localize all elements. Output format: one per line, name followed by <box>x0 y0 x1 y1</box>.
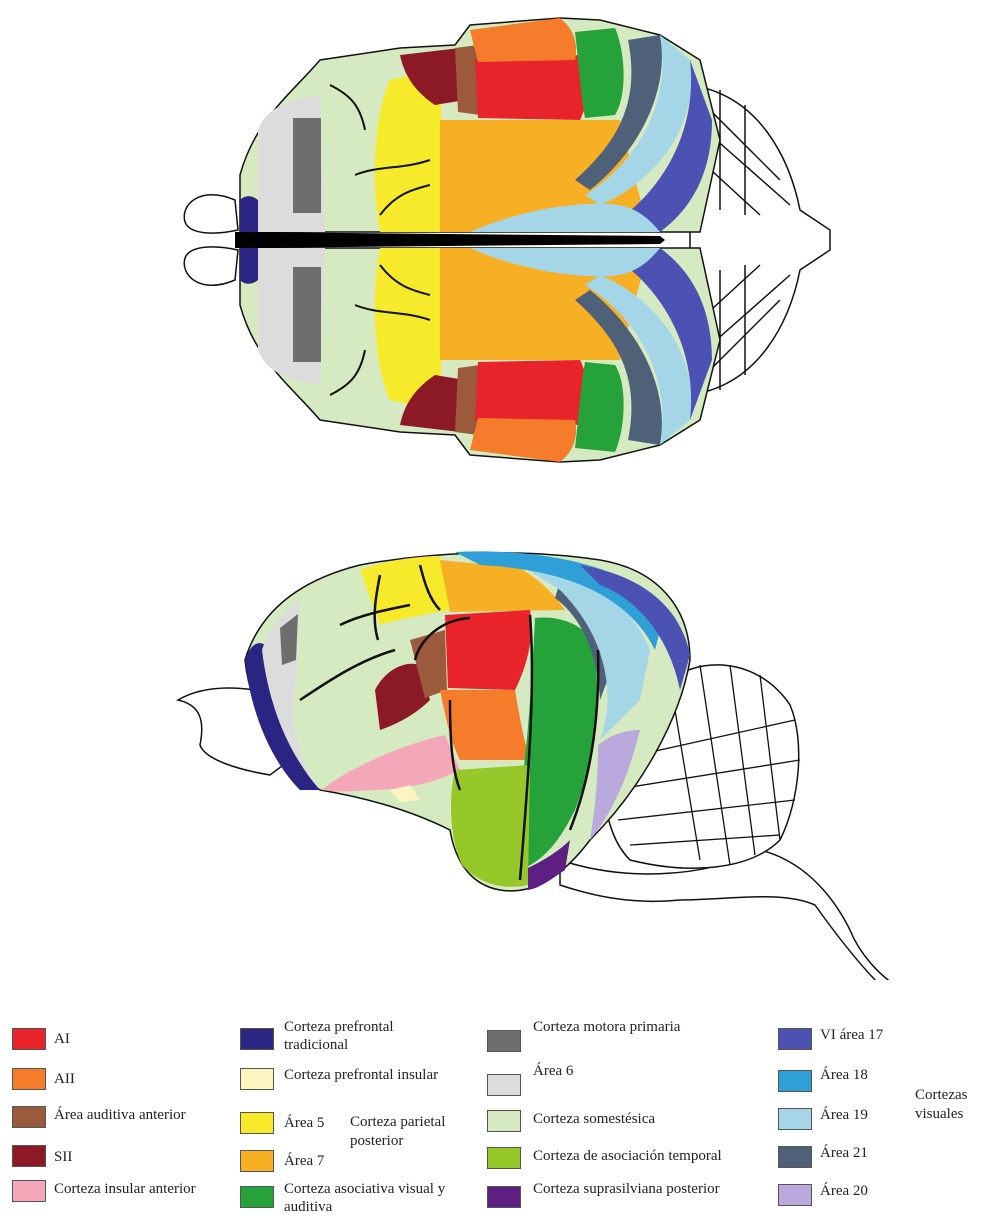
swatch-sii <box>12 1145 46 1167</box>
label-asociacion-temporal: Corteza de asociación temporal <box>533 1147 773 1165</box>
label-sii: SII <box>54 1148 224 1166</box>
dorsal-prefrontal-lower <box>240 248 258 284</box>
group-label-visual: Cortezas visuales <box>915 1086 977 1124</box>
label-area6: Área 6 <box>533 1062 633 1080</box>
label-somestesica: Corteza somestésica <box>533 1110 733 1128</box>
label-prefrontal-tradicional: Corteza prefrontal tradicional <box>284 1018 434 1054</box>
label-area7: Área 7 <box>284 1152 344 1170</box>
lateral-brainstem <box>560 850 895 980</box>
dorsal-motor-upper <box>293 118 321 213</box>
swatch-area20 <box>778 1184 812 1206</box>
swatch-asociativa-visual-auditiva <box>240 1186 274 1208</box>
swatch-prefrontal-insular <box>240 1068 274 1090</box>
swatch-motora-primaria <box>487 1030 521 1052</box>
swatch-area17 <box>778 1028 812 1050</box>
swatch-area19 <box>778 1108 812 1130</box>
brain-figure <box>0 0 982 980</box>
swatch-corteza-insular-anterior <box>12 1180 46 1202</box>
label-ai: AI <box>54 1030 224 1048</box>
olfactory-bulb-upper <box>184 195 238 233</box>
label-aii: AII <box>54 1070 224 1088</box>
label-asociativa-visual-auditiva: Corteza asociativa visual y auditiva <box>284 1180 454 1216</box>
dorsal-midline-fissure <box>235 232 665 248</box>
swatch-aii <box>12 1068 46 1090</box>
label-area17: VI área 17 <box>820 1026 930 1044</box>
swatch-area5 <box>240 1112 274 1134</box>
label-corteza-insular-anterior: Corteza insular anterior <box>54 1180 239 1198</box>
swatch-somestesica <box>487 1110 521 1132</box>
dorsal-right-hemisphere-group <box>240 248 720 462</box>
dorsal-motor-lower <box>293 267 321 362</box>
dorsal-prefrontal-upper <box>240 196 258 232</box>
swatch-suprasilviana-posterior <box>487 1186 521 1208</box>
label-area-auditiva-anterior: Área auditiva anterior <box>54 1106 234 1124</box>
swatch-asociacion-temporal <box>487 1147 521 1169</box>
dorsal-ai-lower <box>475 360 587 425</box>
label-motora-primaria: Corteza motora primaria <box>533 1018 743 1036</box>
swatch-area-auditiva-anterior <box>12 1106 46 1128</box>
label-area18: Área 18 <box>820 1066 910 1084</box>
dorsal-view <box>184 18 830 462</box>
label-area20: Área 20 <box>820 1182 910 1200</box>
label-area21: Área 21 <box>820 1144 910 1162</box>
swatch-area21 <box>778 1146 812 1168</box>
dorsal-ai-upper <box>475 55 587 120</box>
label-area19: Área 19 <box>820 1106 910 1124</box>
group-label-parietal: Corteza parietal posterior <box>350 1113 460 1151</box>
lateral-view <box>178 551 895 980</box>
legend: AI AII Área auditiva anterior SII Cortez… <box>0 1000 982 1225</box>
label-area5: Área 5 <box>284 1114 344 1132</box>
swatch-ai <box>12 1028 46 1050</box>
lateral-ai <box>445 610 531 690</box>
swatch-area7 <box>240 1150 274 1172</box>
olfactory-bulb-lower <box>184 247 238 285</box>
swatch-area6 <box>487 1074 521 1096</box>
swatch-prefrontal-tradicional <box>240 1028 274 1050</box>
label-suprasilviana-posterior: Corteza suprasilviana posterior <box>533 1180 773 1198</box>
swatch-area18 <box>778 1070 812 1092</box>
label-prefrontal-insular: Corteza prefrontal insular <box>284 1066 484 1084</box>
lateral-temporal <box>451 765 530 887</box>
